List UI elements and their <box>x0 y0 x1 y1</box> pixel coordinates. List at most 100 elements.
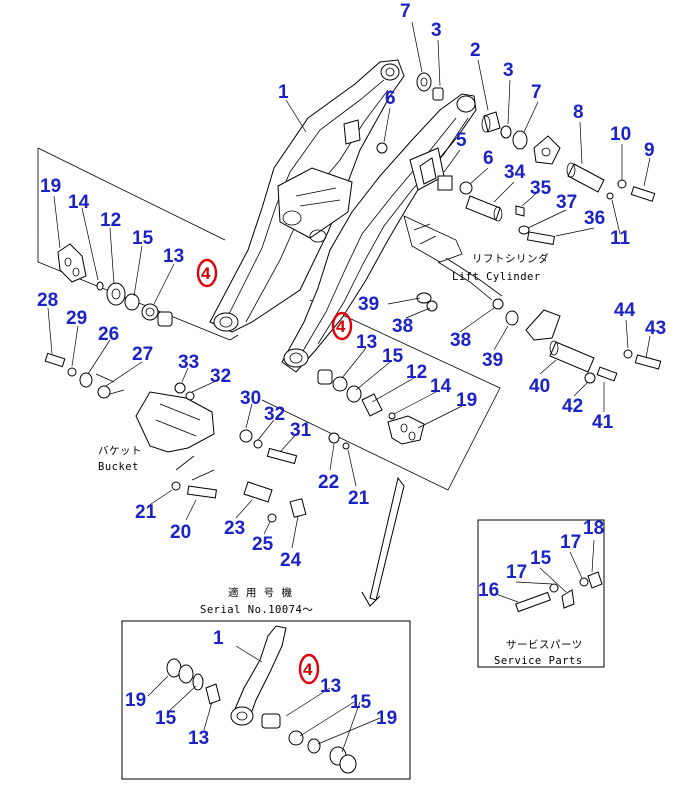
top-pins <box>343 72 656 245</box>
part-22 <box>328 432 340 444</box>
serial-inset-frame <box>121 620 411 780</box>
callout-15: 15 <box>530 548 552 569</box>
part-8-plate <box>533 135 561 165</box>
part-38b <box>492 298 504 310</box>
part-12b-plate <box>361 393 383 417</box>
inset-frames <box>37 147 605 780</box>
callout-38: 38 <box>450 330 471 351</box>
part-6b <box>459 181 473 195</box>
callout-17: 17 <box>560 532 581 553</box>
svg-text:4: 4 <box>201 264 211 283</box>
callout-33: 33 <box>178 352 199 373</box>
right-lower-stack <box>317 369 425 445</box>
part-17b <box>579 577 589 587</box>
inset-arrow <box>361 476 405 607</box>
part-16-bolt <box>515 591 551 613</box>
part-19-plate <box>57 243 87 283</box>
service-parts-contents <box>515 571 603 613</box>
part-31-bolt <box>266 447 298 465</box>
lower-left-pins <box>44 352 195 401</box>
right-pin-assembly <box>525 309 662 384</box>
callout-32: 32 <box>264 404 285 425</box>
callout-3: 3 <box>431 20 442 41</box>
part-6-plate <box>343 119 361 145</box>
part-21b <box>342 442 350 450</box>
callout-2: 2 <box>470 40 481 61</box>
callout-38: 38 <box>392 316 413 337</box>
callout-14: 14 <box>430 376 452 397</box>
part-44 <box>623 349 633 359</box>
callout-19: 19 <box>125 690 146 711</box>
part-34-pin <box>465 195 501 221</box>
callout-29: 29 <box>66 308 87 329</box>
caption-bucket-jp: バケット <box>98 445 142 457</box>
captions: リフトシリンダ Lift Cylinder バケット Bucket 適 用 号 … <box>98 252 582 667</box>
callout-7: 7 <box>400 1 411 22</box>
caption-lift-cylinder-en: Lift Cylinder <box>452 271 541 283</box>
part-14 <box>96 281 104 291</box>
inset-4-bushing <box>261 713 281 729</box>
highlight-part-4-inset: 4 <box>298 653 320 685</box>
inset-13-nut <box>205 683 221 705</box>
part-3-bushing <box>432 87 444 101</box>
part-3b <box>500 125 512 139</box>
callout-30: 30 <box>240 388 261 409</box>
part-11 <box>606 192 614 200</box>
inset-arm <box>231 625 287 723</box>
svg-text:4: 4 <box>303 660 313 679</box>
part-25 <box>267 513 277 523</box>
callout-27: 27 <box>132 344 153 365</box>
callout-13: 13 <box>356 332 377 353</box>
part-35-nut <box>515 205 525 217</box>
part-10 <box>617 179 627 189</box>
part-15c <box>561 589 575 609</box>
part-27-ring <box>97 385 111 399</box>
callout-21: 21 <box>348 488 370 509</box>
callout-10: 10 <box>610 124 631 145</box>
part-9-bolt <box>630 186 656 202</box>
part-36-bolt <box>526 231 556 245</box>
callout-42: 42 <box>562 396 583 417</box>
callout-17: 17 <box>506 562 527 583</box>
callout-28: 28 <box>37 290 58 311</box>
inset-15b-ring <box>307 738 321 754</box>
callout-13: 13 <box>188 728 209 749</box>
part-14b <box>388 412 396 420</box>
callout-44: 44 <box>614 300 636 321</box>
part-23-pin <box>243 481 273 503</box>
callout-15: 15 <box>132 228 154 249</box>
callout-13: 13 <box>320 676 341 697</box>
callout-14: 14 <box>68 192 90 213</box>
part-39-washer <box>416 292 432 304</box>
caption-serial-jp: 適 用 号 機 <box>228 586 292 599</box>
callout-7: 7 <box>531 82 542 103</box>
part-15b-ring <box>346 385 362 403</box>
caption-serial-en: Serial No.10074～ <box>200 604 313 616</box>
left-assembly-frame <box>37 147 501 491</box>
callout-41: 41 <box>592 412 614 433</box>
callout-34: 34 <box>504 162 526 183</box>
callout-16: 16 <box>478 580 499 601</box>
part-4b-bushing <box>317 369 333 385</box>
part-20-bolt <box>187 485 217 499</box>
part-32b <box>253 439 263 449</box>
part-5-bushing <box>419 157 437 185</box>
part-38-nut <box>426 300 438 312</box>
part-2-bushing <box>483 111 501 133</box>
service-parts-inset-frame <box>477 519 605 668</box>
callout-6: 6 <box>483 148 494 169</box>
callout-12: 12 <box>100 210 121 231</box>
part-43-bolt <box>634 354 662 370</box>
part-26 <box>79 372 93 388</box>
callout-19: 19 <box>376 708 397 729</box>
highlight-part-4-middle: 4 <box>331 311 353 341</box>
part-21 <box>171 481 181 491</box>
callout-18: 18 <box>583 518 604 539</box>
part-28-bolt <box>44 352 66 368</box>
callout-24: 24 <box>280 550 302 571</box>
callout-11: 11 <box>610 228 631 249</box>
part-39b <box>505 310 519 326</box>
svg-text:4: 4 <box>336 317 346 336</box>
callout-23: 23 <box>224 518 245 539</box>
